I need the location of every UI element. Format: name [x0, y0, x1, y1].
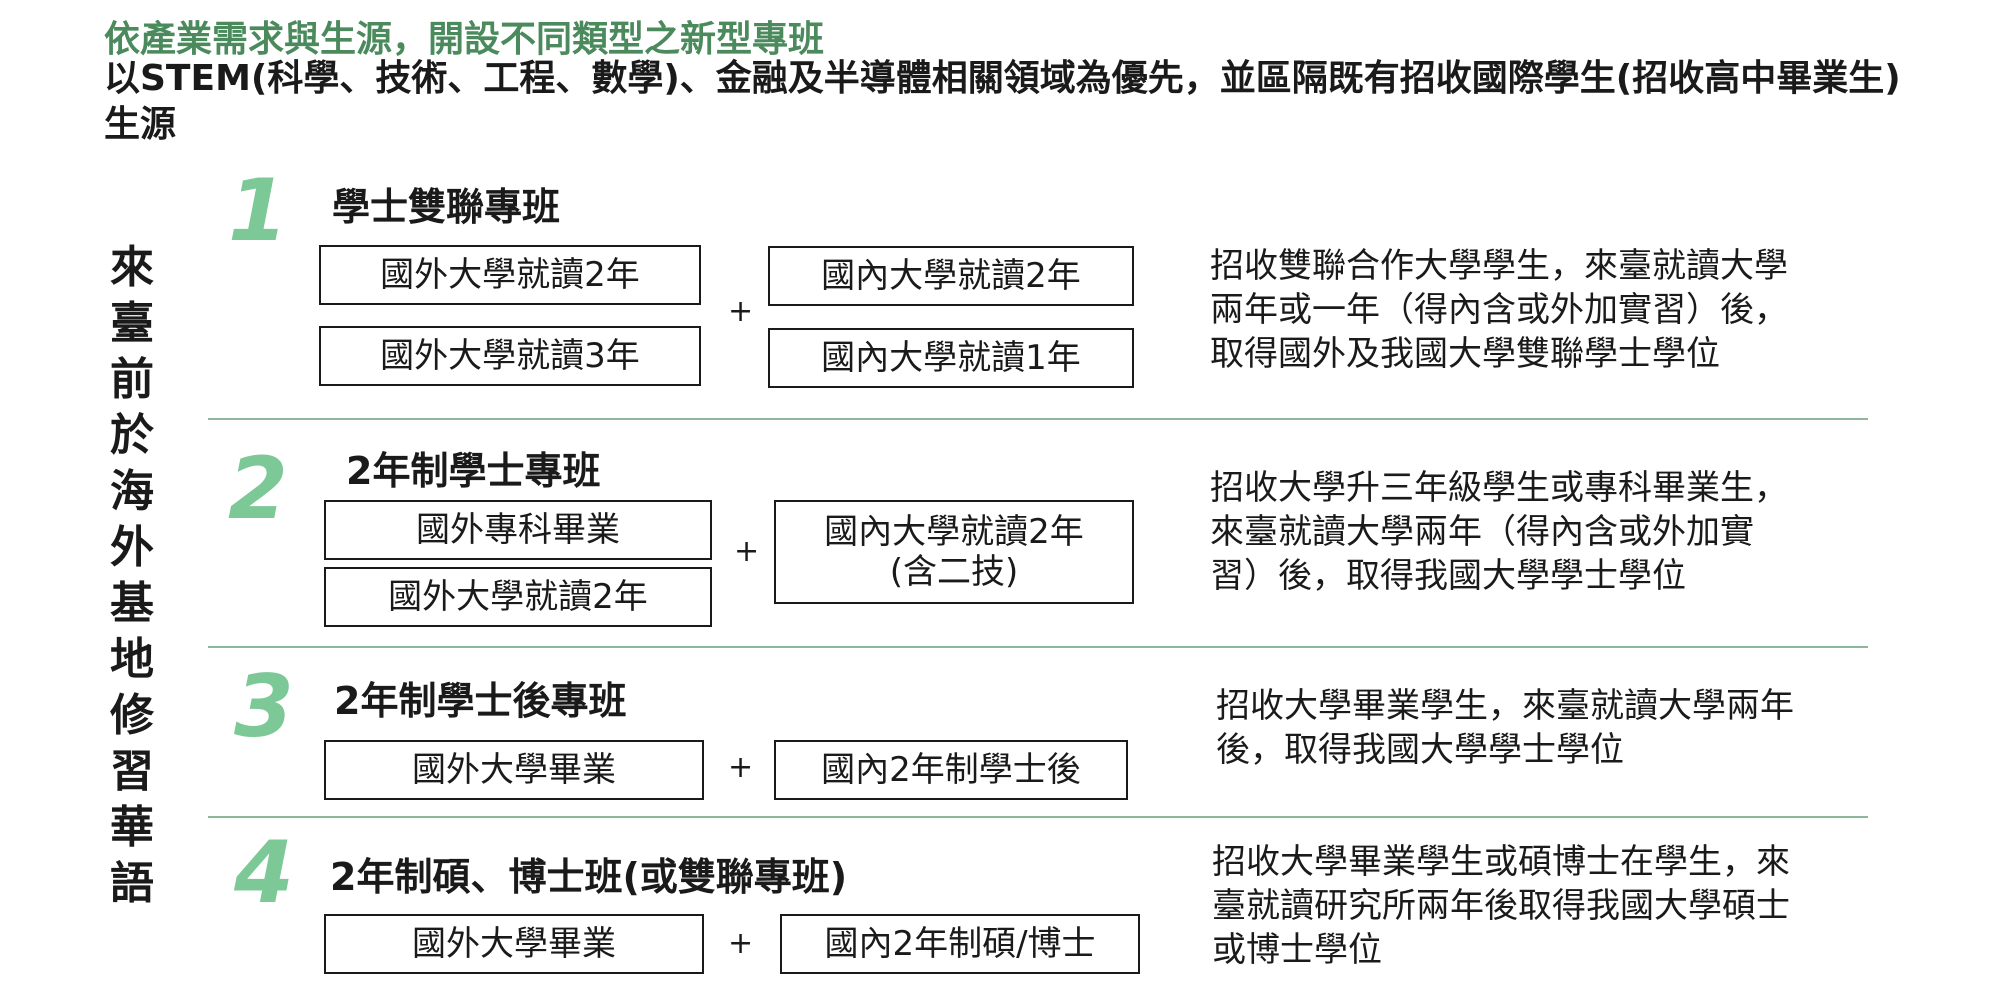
headline: 依產業需求與生源，開設不同類型之新型專班 [104, 19, 825, 60]
domestic-stage-box: 國內2年制學士後 [774, 740, 1128, 800]
domestic-stage-box: 國內大學就讀2年 (含二技) [774, 500, 1134, 604]
foreign-stage-box: 國外大學就讀2年 [324, 567, 712, 627]
foreign-stage-box: 國外大學就讀3年 [319, 326, 701, 386]
program-description: 招收大學畢業學生或碩博士在學生，來 臺就讀研究所兩年後取得我國大學碩士 或博士學… [1212, 842, 1790, 970]
divider [208, 646, 1868, 648]
foreign-stage-box: 國外大學畢業 [324, 740, 704, 800]
program-description: 招收雙聯合作大學學生，來臺就讀大學 兩年或一年（得內含或外加實習）後， 取得國外… [1210, 246, 1788, 374]
plus-sign: + [728, 294, 754, 329]
foreign-stage-box: 國外大學畢業 [324, 914, 704, 974]
plus-sign: + [734, 534, 760, 569]
program-title: 2年制學士專班 [346, 449, 601, 493]
side-label: 來臺前於海外基地修習華語 [110, 242, 154, 909]
program-title: 2年制學士後專班 [334, 679, 627, 723]
domestic-stage-box: 國內大學就讀2年 [768, 246, 1134, 306]
foreign-stage-box: 國外大學就讀2年 [319, 245, 701, 305]
domestic-stage-box: 國內大學就讀1年 [768, 328, 1134, 388]
divider [208, 816, 1868, 818]
intro-text: 以STEM(科學、技術、工程、數學)、金融及半導體相關領域為優先，並區隔既有招收… [104, 58, 1901, 145]
divider [208, 418, 1868, 420]
program-number: 1 [228, 161, 288, 261]
foreign-stage-box: 國外專科畢業 [324, 500, 712, 560]
program-description: 招收大學升三年級學生或專科畢業生， 來臺就讀大學兩年（得內含或外加實 習）後，取… [1210, 468, 1788, 596]
domestic-stage-box: 國內2年制碩/博士 [780, 914, 1140, 974]
program-title: 學士雙聯專班 [332, 185, 561, 229]
plus-sign: + [728, 750, 754, 785]
plus-sign: + [728, 926, 754, 961]
program-number: 3 [234, 657, 294, 757]
program-number: 4 [234, 823, 294, 923]
program-description: 招收大學畢業學生，來臺就讀大學兩年 後，取得我國大學學士學位 [1216, 686, 1794, 770]
program-title: 2年制碩、博士班(或雙聯專班) [330, 855, 848, 899]
program-number: 2 [228, 439, 288, 539]
